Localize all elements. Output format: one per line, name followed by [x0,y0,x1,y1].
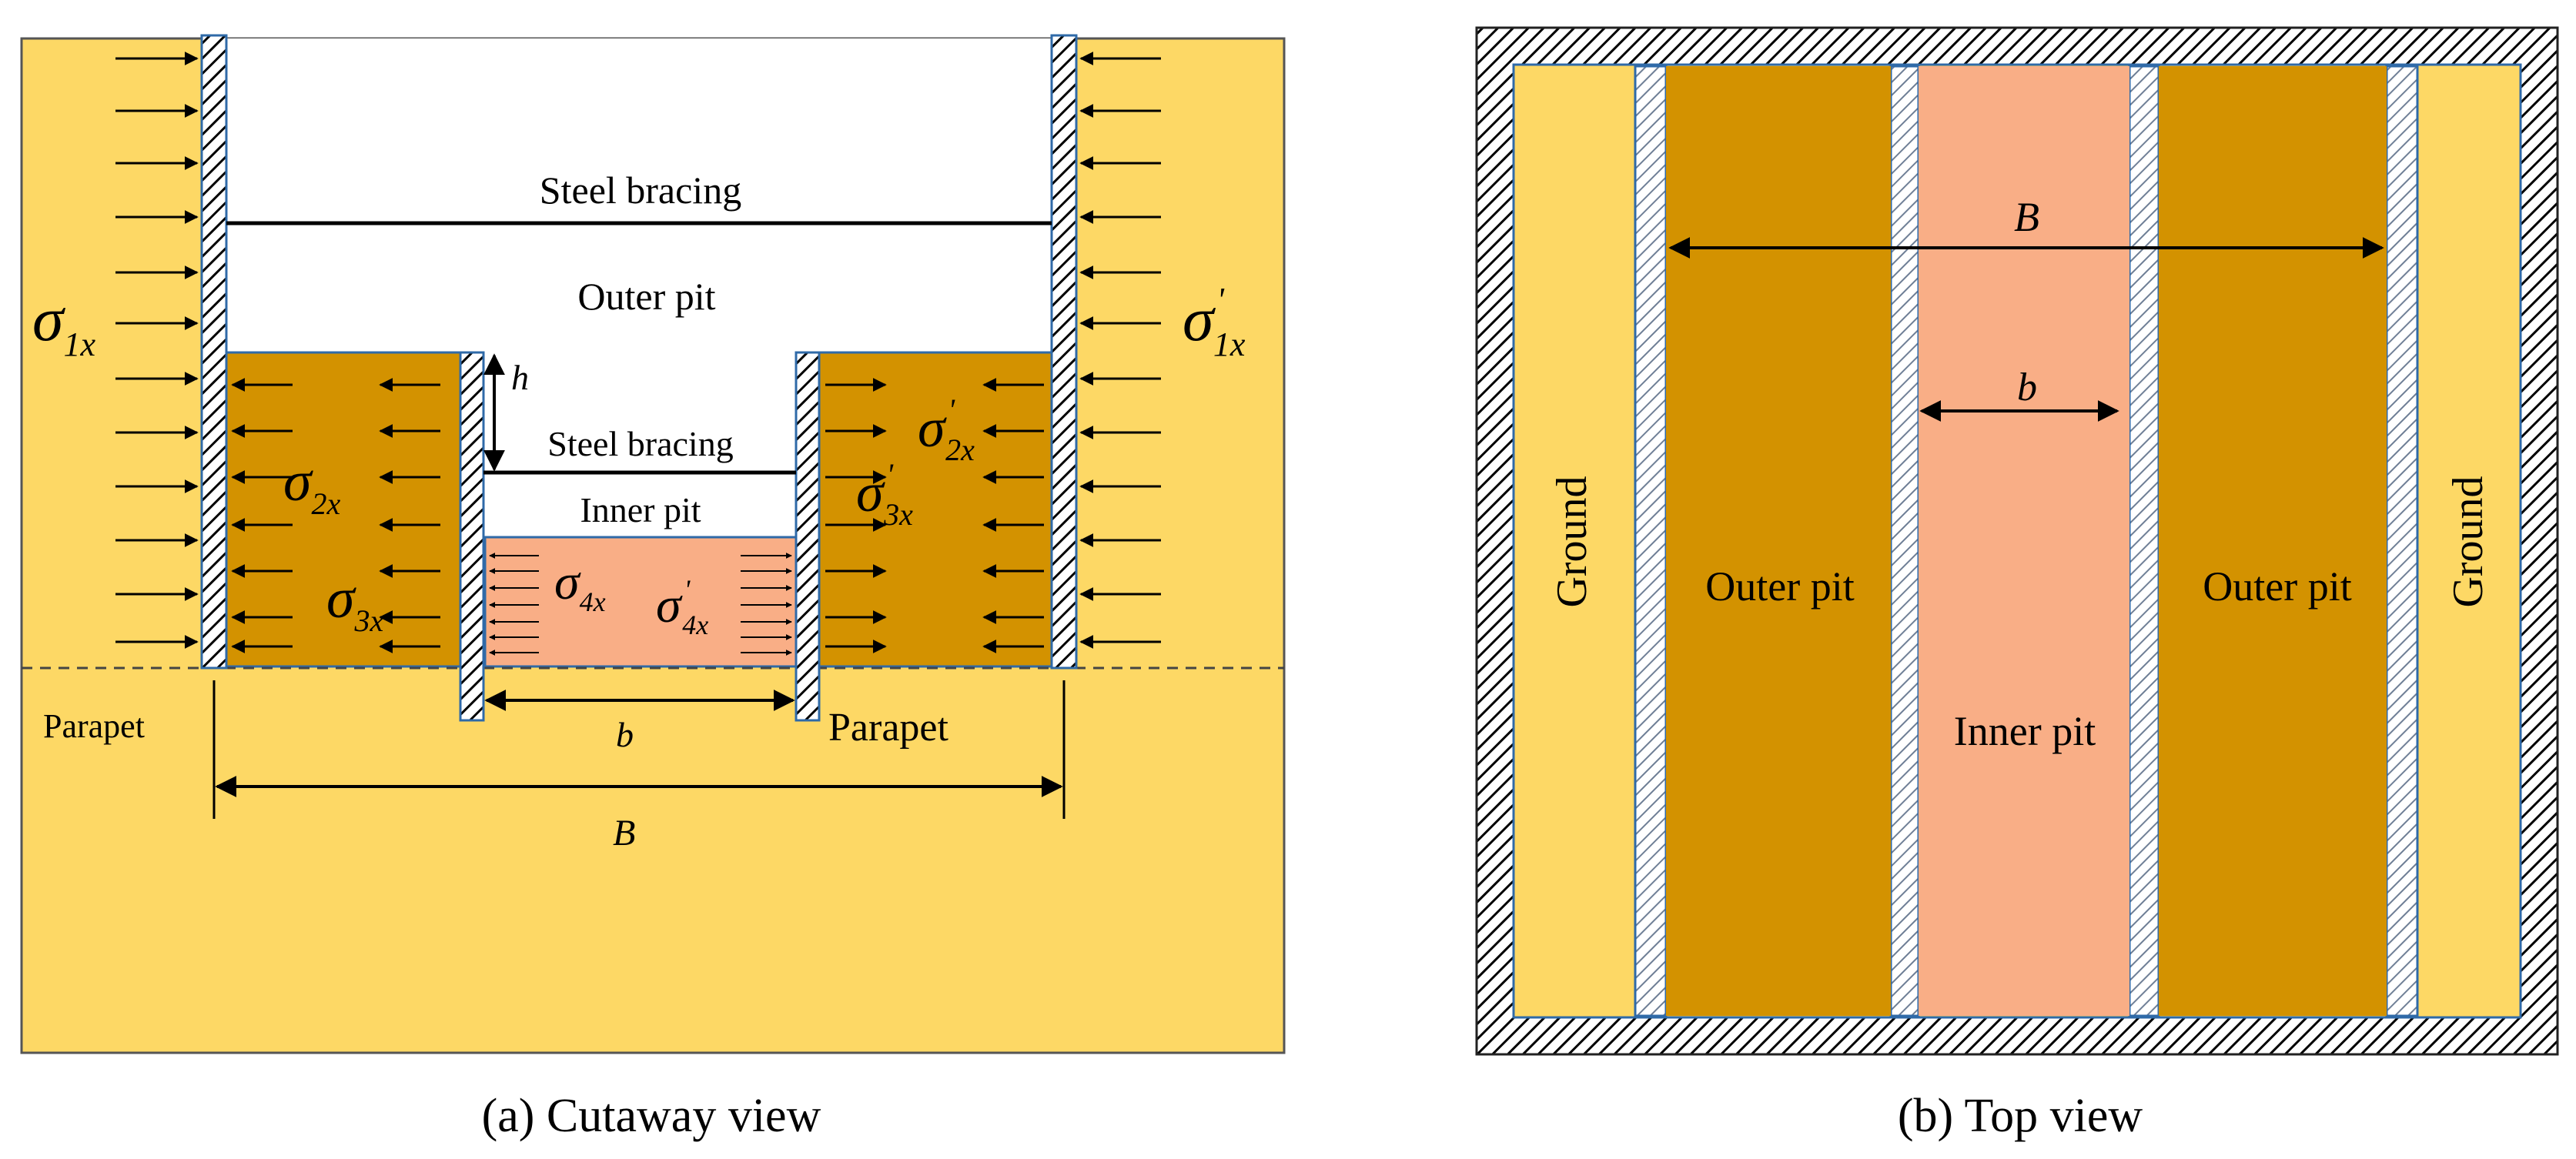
lower-steel-bracing-label: Steel bracing [547,424,733,463]
outer-wall-left [200,34,228,670]
top-caption: (b) Top view [1898,1090,2143,1142]
top-wall-1 [1634,65,1668,1017]
top-ground-right-label: Ground [2444,476,2492,607]
top-outer-pit-left [1666,66,1891,1016]
sigma-3x-label: σ3x [326,567,384,638]
sigma-1x-label: σ1x [32,284,95,363]
top-outer-pit-right-label: Outer pit [2203,563,2351,610]
top-wall-3 [2128,65,2160,1017]
inner-pit-excavation [483,352,798,537]
sigma-2x-prime-arrows [825,378,1044,653]
parapet-left-label: Parapet [43,707,145,745]
cutaway-view: h b B Steel bracing Outer pit Steel brac… [20,34,1286,1142]
sigma-3x-prime-label: σ'3x [856,457,913,532]
cutaway-caption: (a) Cutaway view [482,1090,821,1142]
top-dim-B-label: B [2014,194,2039,240]
outer-wall-right [1050,34,1078,670]
sigma-2x-prime-label: σ'2x [918,392,975,467]
sigma-1x-arrows [115,52,199,649]
upper-steel-bracing-label: Steel bracing [540,169,741,212]
parapet-right-label: Parapet [828,706,948,750]
inner-pit-soil [483,536,798,668]
inner-pit-label: Inner pit [580,490,701,529]
top-outer-pit-right [2159,66,2387,1016]
outer-pit-excavation [225,38,1052,352]
outer-pit-soil-right [815,351,1053,668]
sigma-1x-prime-label: σ'1x [1183,281,1246,363]
top-inner-pit-label: Inner pit [1954,708,2096,754]
top-outer-pit-left-label: Outer pit [1705,563,1854,610]
dim-b-label: b [616,715,634,754]
inner-wall-right [795,351,821,722]
top-ground-left-label: Ground [1548,476,1596,607]
sigma-4x-label: σ4x [554,554,606,617]
inner-wall-left [459,351,485,722]
top-view: B b Ground Ground Outer pit Outer pit In… [1475,26,2559,1142]
sigma-4x-prime-label: σ'4x [656,574,708,640]
outer-pit-label: Outer pit [577,275,715,318]
top-inner-pit [1919,66,2129,1016]
top-wall-2 [1889,65,1920,1017]
top-dim-b-label: b [2017,366,2037,409]
sigma-2x-arrows [231,378,440,653]
dim-B-label: B [613,813,635,853]
dim-h-label: h [511,358,529,397]
sigma-4x-arrows [489,553,792,656]
top-wall-4 [2385,65,2419,1017]
sigma-2x-label: σ2x [283,450,341,521]
sigma-1x-prime-arrows [1079,52,1161,649]
